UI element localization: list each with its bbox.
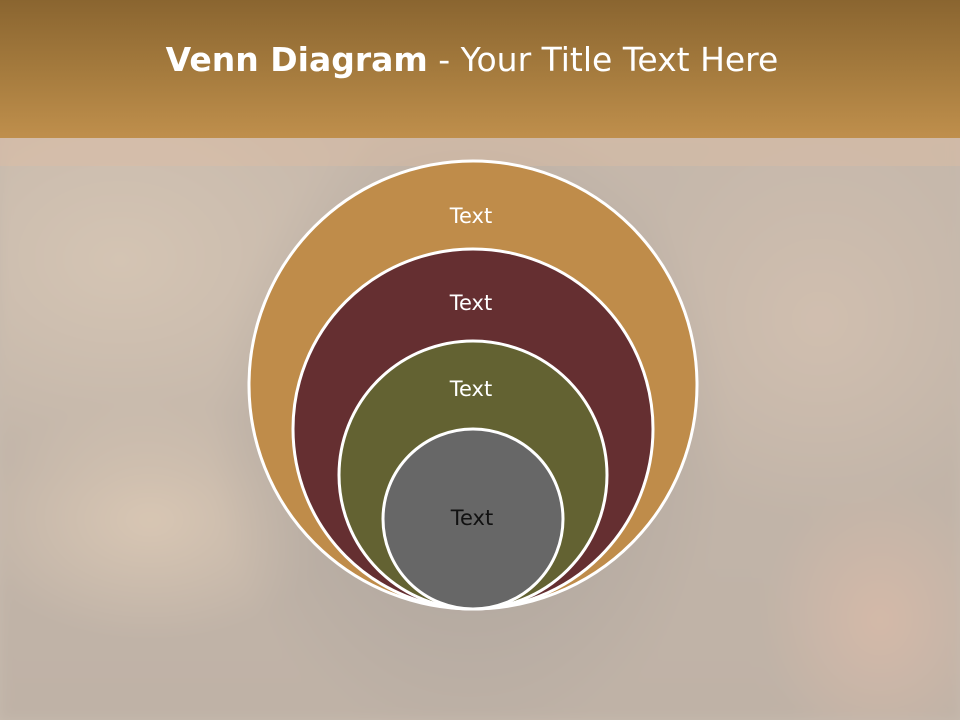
inner-circle-label[interactable]: Text	[450, 506, 493, 530]
slide-title[interactable]: Venn Diagram - Your Title Text Here	[0, 40, 944, 79]
title-bar: Venn Diagram - Your Title Text Here	[0, 0, 960, 138]
outer-circle-label[interactable]: Text	[449, 204, 492, 228]
second-circle-label[interactable]: Text	[449, 291, 492, 315]
inner-circle[interactable]	[381, 427, 565, 611]
circle-group-4[interactable]	[381, 427, 565, 611]
title-rest: - Your Title Text Here	[427, 40, 779, 79]
title-bold: Venn Diagram	[165, 40, 428, 79]
third-circle-label[interactable]: Text	[449, 377, 492, 401]
